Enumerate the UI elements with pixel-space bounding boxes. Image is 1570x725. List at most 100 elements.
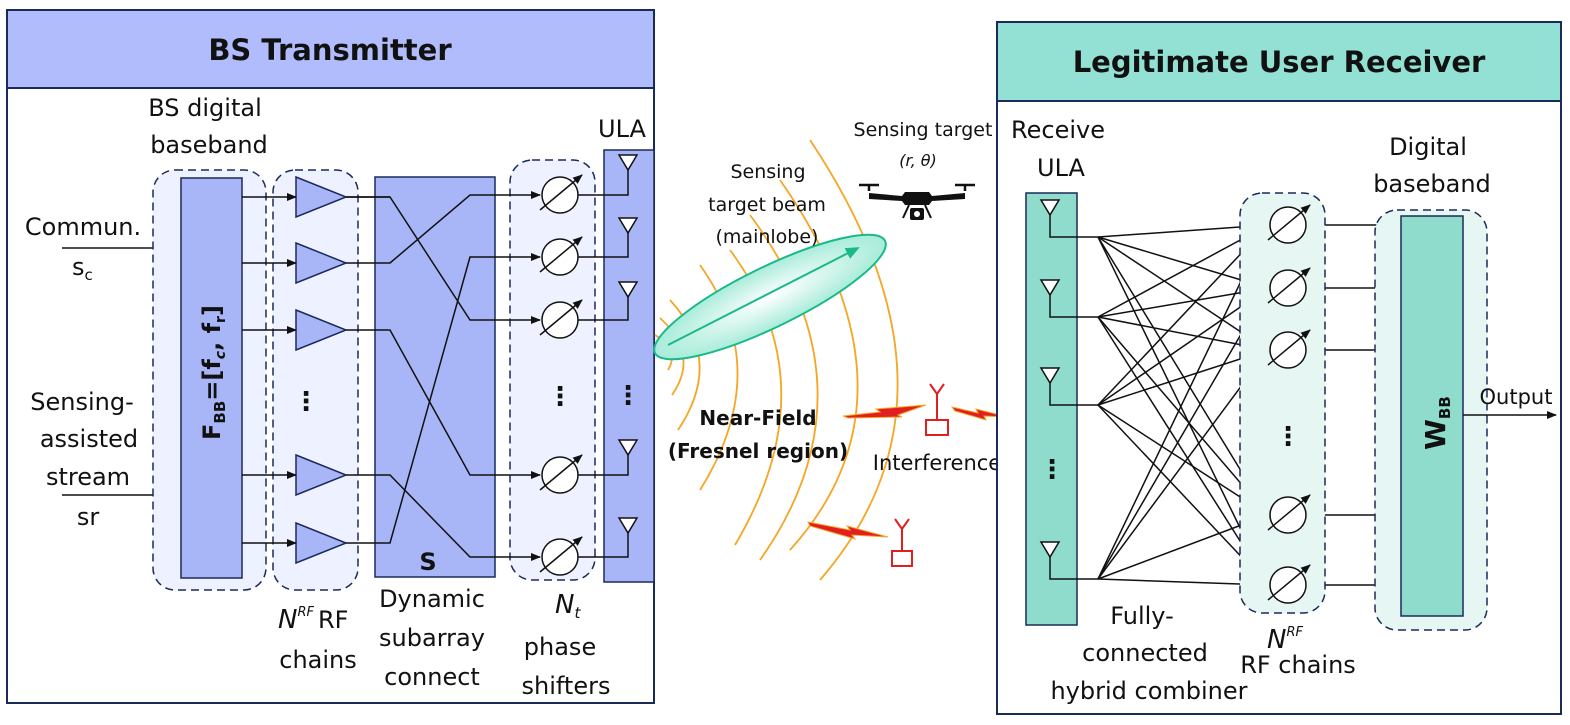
rx-ula-block — [1025, 192, 1078, 626]
tx-s-wire — [346, 191, 541, 264]
interference-label: Interference — [873, 451, 1001, 475]
input-comm-label: Commun. — [25, 213, 141, 241]
drone-icon — [859, 183, 975, 220]
dynamic-label-3: connect — [384, 663, 480, 691]
sensing-target-coord: (r, θ) — [899, 151, 937, 170]
rx-digital-baseband-label-2: baseband — [1373, 170, 1491, 198]
rx-mesh-wire — [1097, 224, 1269, 580]
tx-fbb-label: FBB=[fc, fr] — [198, 305, 229, 440]
rx-ula-label-1: Receive — [1011, 116, 1105, 144]
tx-title-bar — [6, 9, 655, 89]
tx-rf-chains-label-2: chains — [279, 646, 357, 674]
rx-mesh-wire — [1097, 348, 1269, 406]
rx-rf-chains-label: RF chains — [1240, 651, 1356, 679]
rx-ula-label-2: ULA — [1037, 154, 1085, 182]
dynamic-label-1: Dynamic — [379, 585, 485, 613]
rx-mesh-wire — [1097, 404, 1269, 586]
rx-wbb-block — [1400, 215, 1464, 617]
wavefront-arc — [779, 179, 859, 551]
tx-digital-baseband-label-2: baseband — [150, 131, 268, 159]
tx-antenna-icon — [617, 281, 639, 308]
rx-combiner-label-2: connected — [1082, 639, 1208, 667]
beam-label-3: (mainlobe) — [716, 226, 819, 248]
input-sensing-label-2: assisted — [40, 425, 138, 453]
tx-rf-chains-group — [272, 169, 359, 591]
tx-ps-label-2: shifters — [522, 672, 611, 700]
s-matrix-label: S — [419, 548, 436, 576]
tx-antenna-icon — [617, 217, 639, 244]
transmitter-panel: BS Transmitter BS digital baseband Commu… — [6, 9, 655, 704]
rx-ant-wire — [1049, 568, 1098, 580]
tx-digital-baseband-label-1: BS digital — [148, 94, 262, 122]
interference-source-2-icon — [807, 518, 913, 567]
near-field-label-2: (Fresnel region) — [668, 439, 848, 463]
receiver-panel: Legitimate User Receiver Receive ULA ⋮ ⋮… — [996, 21, 1562, 715]
tx-rf-dots: ⋮ — [293, 387, 319, 417]
rx-antenna-icon — [1039, 541, 1061, 568]
rx-mesh-wire — [1097, 287, 1269, 580]
rx-mesh-wire — [1097, 287, 1269, 406]
tx-ula-block — [603, 149, 655, 583]
rx-phase-shifter-icon — [1267, 329, 1311, 369]
tx-rf-chains — [295, 175, 349, 565]
tx-ula-label: ULA — [598, 115, 646, 143]
tx-ps-dots: ⋮ — [547, 382, 573, 412]
tx-ps-to-ant-wire — [578, 466, 629, 476]
tx-antennas — [617, 154, 639, 544]
rx-phase-shifters — [1267, 204, 1311, 604]
tx-ps-to-ant-wire — [578, 308, 629, 321]
tx-antenna-icon — [617, 517, 639, 544]
beam-label-1: Sensing — [730, 161, 805, 183]
rx-antenna-icon — [1039, 199, 1061, 226]
beam-label-2: target beam — [708, 194, 826, 216]
tx-ula-dots: ⋮ — [615, 381, 641, 411]
sensing-target-label: Sensing target — [854, 119, 993, 141]
s-matrix-block — [374, 176, 496, 578]
input-sensing-label-4: sr — [77, 503, 100, 531]
tx-s-wire — [346, 474, 541, 561]
rx-title: Legitimate User Receiver — [1073, 45, 1486, 79]
tx-phase-shifter-group — [509, 159, 596, 581]
rx-title-bar — [996, 21, 1562, 102]
tx-s-wire — [346, 253, 541, 544]
rx-ps-group — [1239, 192, 1326, 614]
rx-ant-wire — [1049, 306, 1098, 318]
tx-fbb-block — [180, 177, 243, 579]
tx-ps-to-ant-wire — [578, 181, 629, 196]
wavefront-arc — [809, 139, 899, 581]
rx-mesh-wire — [1097, 349, 1269, 580]
rx-antennas — [1039, 199, 1061, 568]
rx-ant-wire — [1049, 394, 1098, 406]
rx-phase-shifter-icon — [1267, 564, 1311, 604]
rx-antenna-icon — [1039, 279, 1061, 306]
sensing-beam-arrow — [667, 247, 860, 346]
channel-area: Sensing target beam (mainlobe) Sensing t… — [653, 119, 1009, 581]
tx-ps-to-ant-wire — [578, 544, 629, 558]
rx-phase-shifter-icon — [1267, 204, 1311, 244]
tx-antenna-icon — [617, 439, 639, 466]
rx-combiner-label-3: hybrid combiner — [1050, 677, 1247, 705]
rx-ula-dots: ⋮ — [1039, 455, 1065, 485]
rx-mesh-wire — [1097, 578, 1269, 589]
input-sensing-label-3: stream — [46, 463, 130, 491]
dynamic-label-2: subarray — [379, 624, 485, 652]
rx-phase-shifter-icon — [1267, 267, 1311, 307]
rx-digital-baseband-label-1: Digital — [1389, 133, 1467, 161]
near-field-label-1: Near-Field — [699, 406, 816, 430]
tx-ps-to-ant-wire — [578, 244, 629, 258]
tx-antenna-icon — [617, 154, 639, 181]
tx-connections — [242, 181, 629, 561]
tx-title: BS Transmitter — [208, 33, 452, 67]
rx-antenna-icon — [1039, 367, 1061, 394]
rx-phase-shifter-icon — [1267, 494, 1311, 534]
wavefront-arc — [669, 299, 701, 431]
sensing-beam-mainlobe — [653, 233, 887, 361]
input-sensing-label-1: Sensing- — [30, 388, 134, 416]
rx-ant-wire — [1049, 226, 1098, 238]
tx-ps-label-1: phase — [524, 633, 596, 661]
input-comm-symbol: sc — [72, 253, 93, 284]
interference-source-1-icon — [842, 383, 1009, 436]
rx-rf-chains-symbol: NRF — [1267, 625, 1303, 655]
